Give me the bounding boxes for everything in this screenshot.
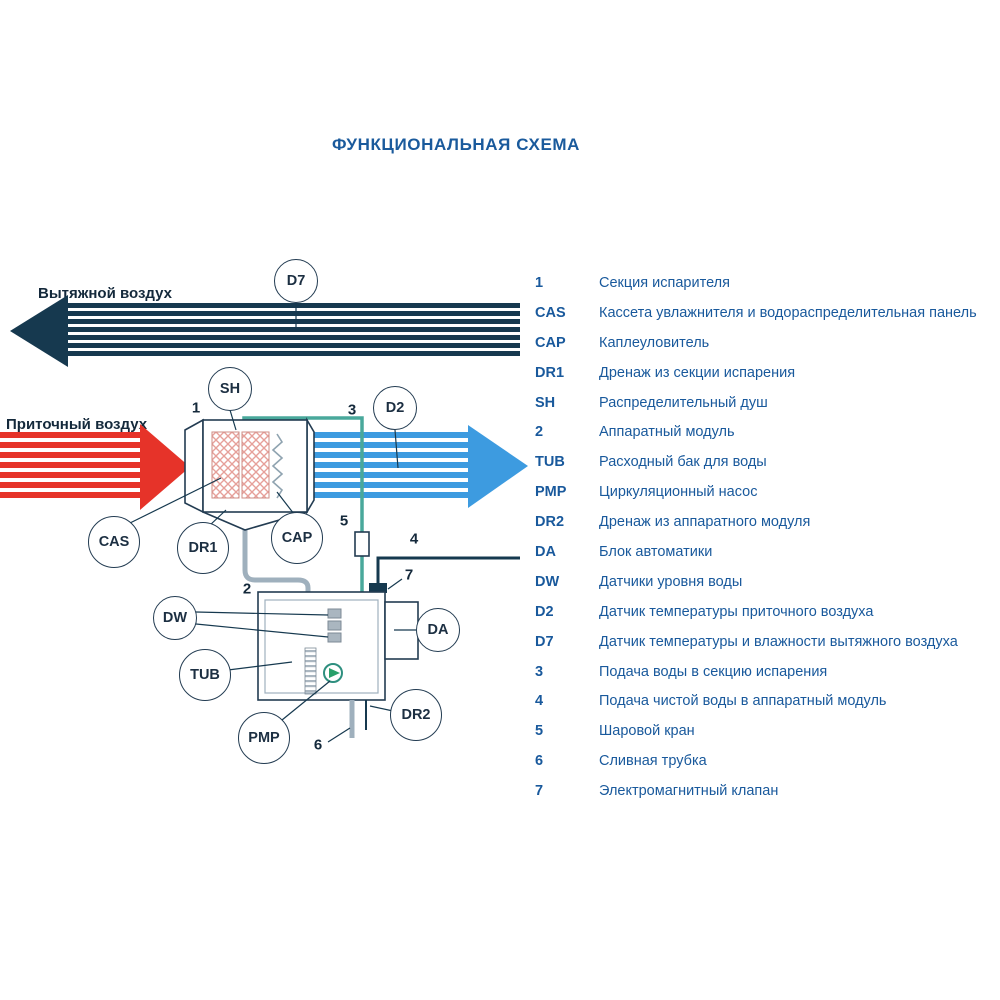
node-cap: CAP [271,512,323,564]
water-level-sensors [327,608,342,643]
legend-row: DA Блок автоматики [535,537,990,567]
legend-key: TUB [535,454,565,471]
num-7: 7 [404,566,414,584]
tank-grill [304,647,317,695]
legend-key: 6 [535,753,544,770]
node-tub: TUB [179,649,231,701]
legend-desc: Кассета увлажнителя и водораспределитель… [599,304,977,321]
legend-key: 1 [535,274,544,291]
legend-desc: Датчик температуры приточного воздуха [599,603,874,620]
ball-valve-5 [354,531,370,557]
legend-key: CAS [535,304,566,321]
legend-desc: Датчик температуры и влажности вытяжного… [599,633,958,650]
legend-key: SH [535,394,556,411]
legend-key: DR2 [535,514,565,531]
legend-key: D7 [535,633,554,650]
legend-key: 2 [535,424,544,441]
legend-desc: Датчики уровня воды [599,573,743,590]
legend-desc: Сливная трубка [599,753,707,770]
legend-desc: Подача чистой воды в аппаратный модуль [599,693,887,710]
legend-key: D2 [535,603,554,620]
legend-row: 4 Подача чистой воды в аппаратный модуль [535,686,990,716]
legend-row: CAP Каплеуловитель [535,328,990,358]
drain-pipe-dr1 [242,530,311,592]
apparatus-module [257,591,419,701]
num-5: 5 [339,512,349,530]
legend-key: PMP [535,484,567,501]
legend-row: PMP Циркуляционный насос [535,477,990,507]
legend-desc: Электромагнитный клапан [599,783,779,800]
legend-key: 5 [535,723,544,740]
legend-key: DA [535,543,556,560]
legend-row: 7 Электромагнитный клапан [535,776,990,806]
legend-desc: Аппаратный модуль [599,424,735,441]
legend-key: DW [535,573,560,590]
legend-desc: Расходный бак для воды [599,454,767,471]
num-2: 2 [242,580,252,598]
legend: 1 Секция испарителя CAS Кассета увлажнител… [535,268,990,806]
legend-key: 7 [535,783,544,800]
num-6: 6 [313,736,323,754]
legend-row: SH Распределительный душ [535,388,990,418]
exhaust-air-arrow [10,295,520,367]
legend-row: DR1 Дренаж из секции испарения [535,358,990,388]
legend-row: 6 Сливная трубка [535,746,990,776]
legend-desc: Дренаж из секции испарения [599,364,796,381]
legend-row: 3 Подача воды в секцию испарения [535,657,990,687]
supply-air-arrow [0,424,190,510]
legend-desc: Блок автоматики [599,543,713,560]
legend-key: CAP [535,334,566,351]
legend-row: 5 Шаровой кран [535,716,990,746]
droplet-eliminator [271,433,284,499]
node-da: DA [416,608,460,652]
legend-desc: Дренаж из аппаратного модуля [599,514,811,531]
legend-row: CAS Кассета увлажнителя и водораспределит… [535,298,990,328]
legend-desc: Секция испарителя [599,274,730,291]
node-sh: SH [208,367,252,411]
legend-desc: Каплеуловитель [599,334,710,351]
legend-desc: Подача воды в секцию испарения [599,663,828,680]
num-4: 4 [409,530,419,548]
legend-key: DR1 [535,364,565,381]
legend-row: D7 Датчик температуры и влажности вытяжно… [535,627,990,657]
legend-row: DR2 Дренаж из аппаратного модуля [535,507,990,537]
legend-row: D2 Датчик температуры приточного воздуха [535,597,990,627]
node-cas: CAS [88,516,140,568]
legend-desc: Шаровой кран [599,723,695,740]
supply-air-label: Приточный воздух [6,416,148,433]
num-1: 1 [191,399,201,417]
legend-key: 4 [535,693,544,710]
solenoid-valve-7 [369,583,387,593]
legend-row: 2 Аппаратный модуль [535,417,990,447]
legend-desc: Распределительный душ [599,394,768,411]
legend-row: TUB Расходный бак для воды [535,447,990,477]
legend-key: 3 [535,663,544,680]
node-dr1: DR1 [177,522,229,574]
node-pmp: PMP [238,712,290,764]
node-d7: D7 [274,259,318,303]
humidifier-cassettes [211,431,270,499]
legend-desc: Циркуляционный насос [599,484,758,501]
leader-lines [127,303,416,743]
legend-row: DW Датчики уровня воды [535,567,990,597]
legend-row: 1 Секция испарителя [535,268,990,298]
water-supply-line-4 [376,556,520,584]
processed-air-arrow [312,425,528,508]
node-d2: D2 [373,386,417,430]
exhaust-air-label: Вытяжной воздух [38,285,173,302]
page-title: ФУНКЦИОНАЛЬНАЯ СХЕМА [331,135,581,154]
node-dw: DW [153,596,197,640]
num-3: 3 [347,401,357,419]
node-dr2: DR2 [390,689,442,741]
pump-symbol [323,663,343,683]
